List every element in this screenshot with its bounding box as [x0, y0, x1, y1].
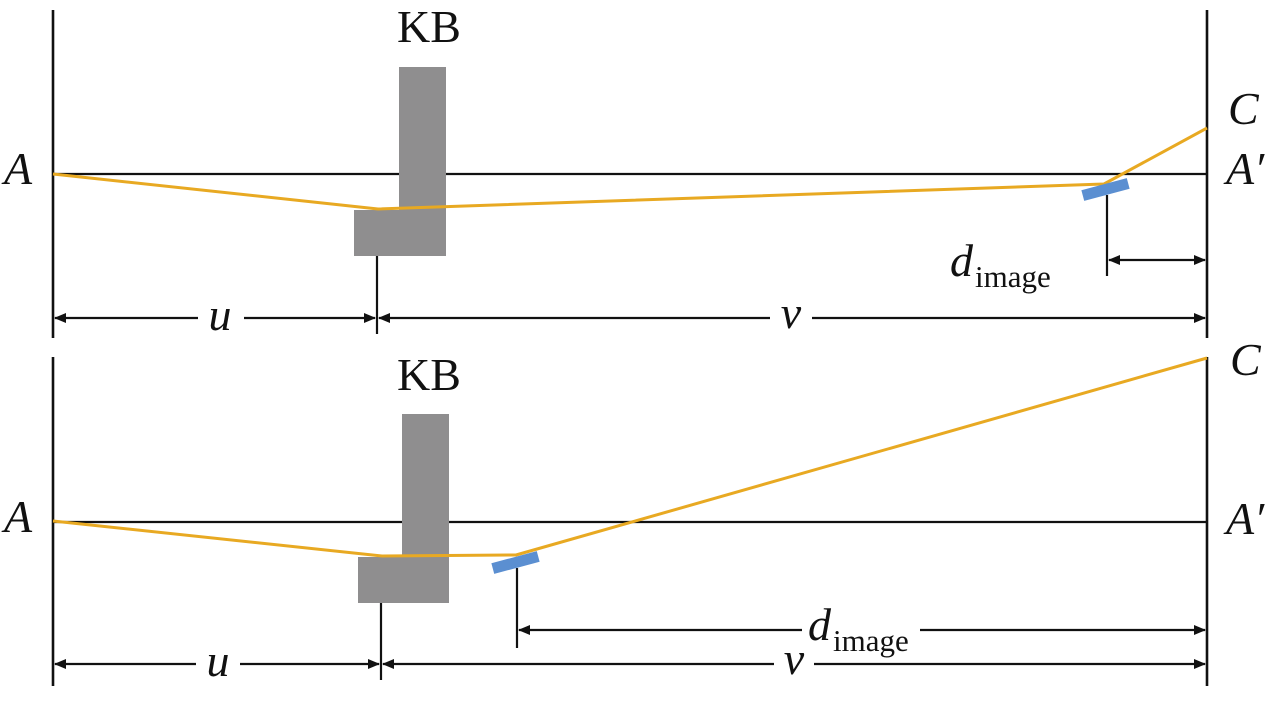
point-c-label: C	[1228, 83, 1260, 134]
point-a-prime-label: A′	[1223, 493, 1265, 544]
u-dimension-label: u	[209, 289, 232, 340]
d-image-subscript: image	[975, 259, 1051, 294]
d-image-main: d	[808, 599, 832, 650]
u-dimension-label: u	[207, 635, 230, 686]
point-c-label: C	[1230, 334, 1262, 385]
kb-label: KB	[397, 349, 461, 400]
d-image-main: d	[950, 235, 974, 286]
kb-mirror-horizontal	[354, 210, 446, 256]
d-image-subscript: image	[833, 623, 909, 658]
point-a-prime-label: A′	[1223, 143, 1265, 194]
detector	[1081, 178, 1130, 201]
x-ray-beam	[52, 126, 1208, 211]
kb-mirror-horizontal	[358, 557, 449, 603]
panel-top: KB A C A′ u v dimage	[1, 1, 1265, 340]
v-dimension-label: v	[781, 287, 802, 338]
v-dimension-label: v	[784, 633, 805, 684]
point-a-label: A	[1, 143, 33, 194]
d-image-label: dimage	[808, 599, 909, 658]
kb-label: KB	[397, 1, 461, 52]
d-image-label: dimage	[950, 235, 1051, 294]
detector	[491, 551, 540, 574]
x-ray-beam	[52, 356, 1208, 558]
point-a-label: A	[1, 491, 33, 542]
panel-bottom: KB A C A′ u v dimage	[1, 334, 1265, 686]
